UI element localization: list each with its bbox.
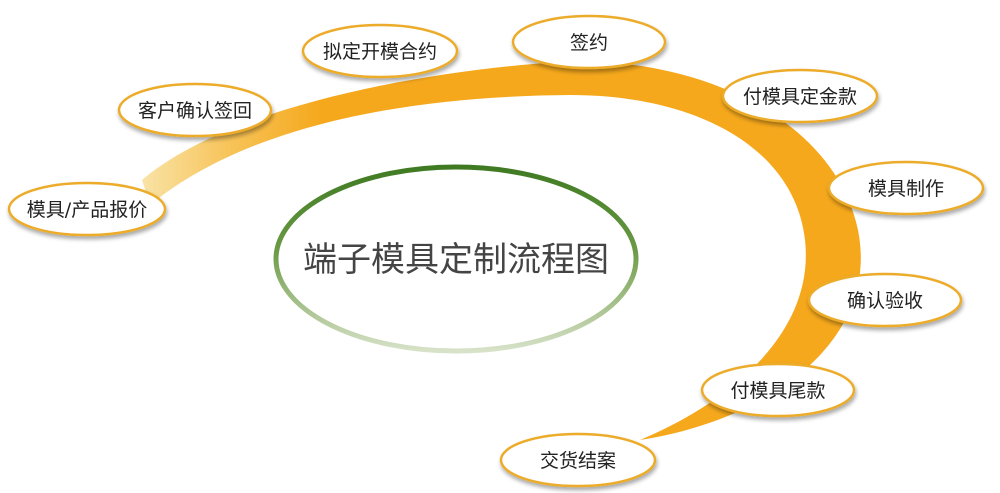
step-label-1: 模具/产品报价 xyxy=(27,199,147,221)
step-label-7: 确认验收 xyxy=(847,290,923,312)
center-title-node: 端子模具定制流程图 xyxy=(273,164,639,354)
step-node-1: 模具/产品报价 xyxy=(7,181,167,237)
step-node-2: 客户确认签回 xyxy=(117,82,273,138)
step-node-8: 付模具尾款 xyxy=(700,362,856,418)
step-node-3: 拟定开模合约 xyxy=(301,23,459,79)
step-label-8: 付模具尾款 xyxy=(730,380,825,402)
step-node-5: 付模具定金款 xyxy=(721,68,879,124)
step-node-6: 模具制作 xyxy=(827,160,985,216)
step-node-7: 确认验收 xyxy=(807,272,963,328)
step-label-3: 拟定开模合约 xyxy=(323,41,437,63)
step-label-2: 客户确认签回 xyxy=(138,100,252,122)
step-node-4: 签约 xyxy=(511,14,667,70)
step-label-6: 模具制作 xyxy=(868,178,944,200)
center-title: 端子模具定制流程图 xyxy=(303,240,609,280)
step-label-9: 交货结案 xyxy=(540,450,616,472)
step-label-5: 付模具定金款 xyxy=(743,86,857,108)
center-ellipse xyxy=(273,164,639,354)
step-label-4: 签约 xyxy=(570,32,608,54)
step-node-9: 交货结案 xyxy=(499,432,657,488)
